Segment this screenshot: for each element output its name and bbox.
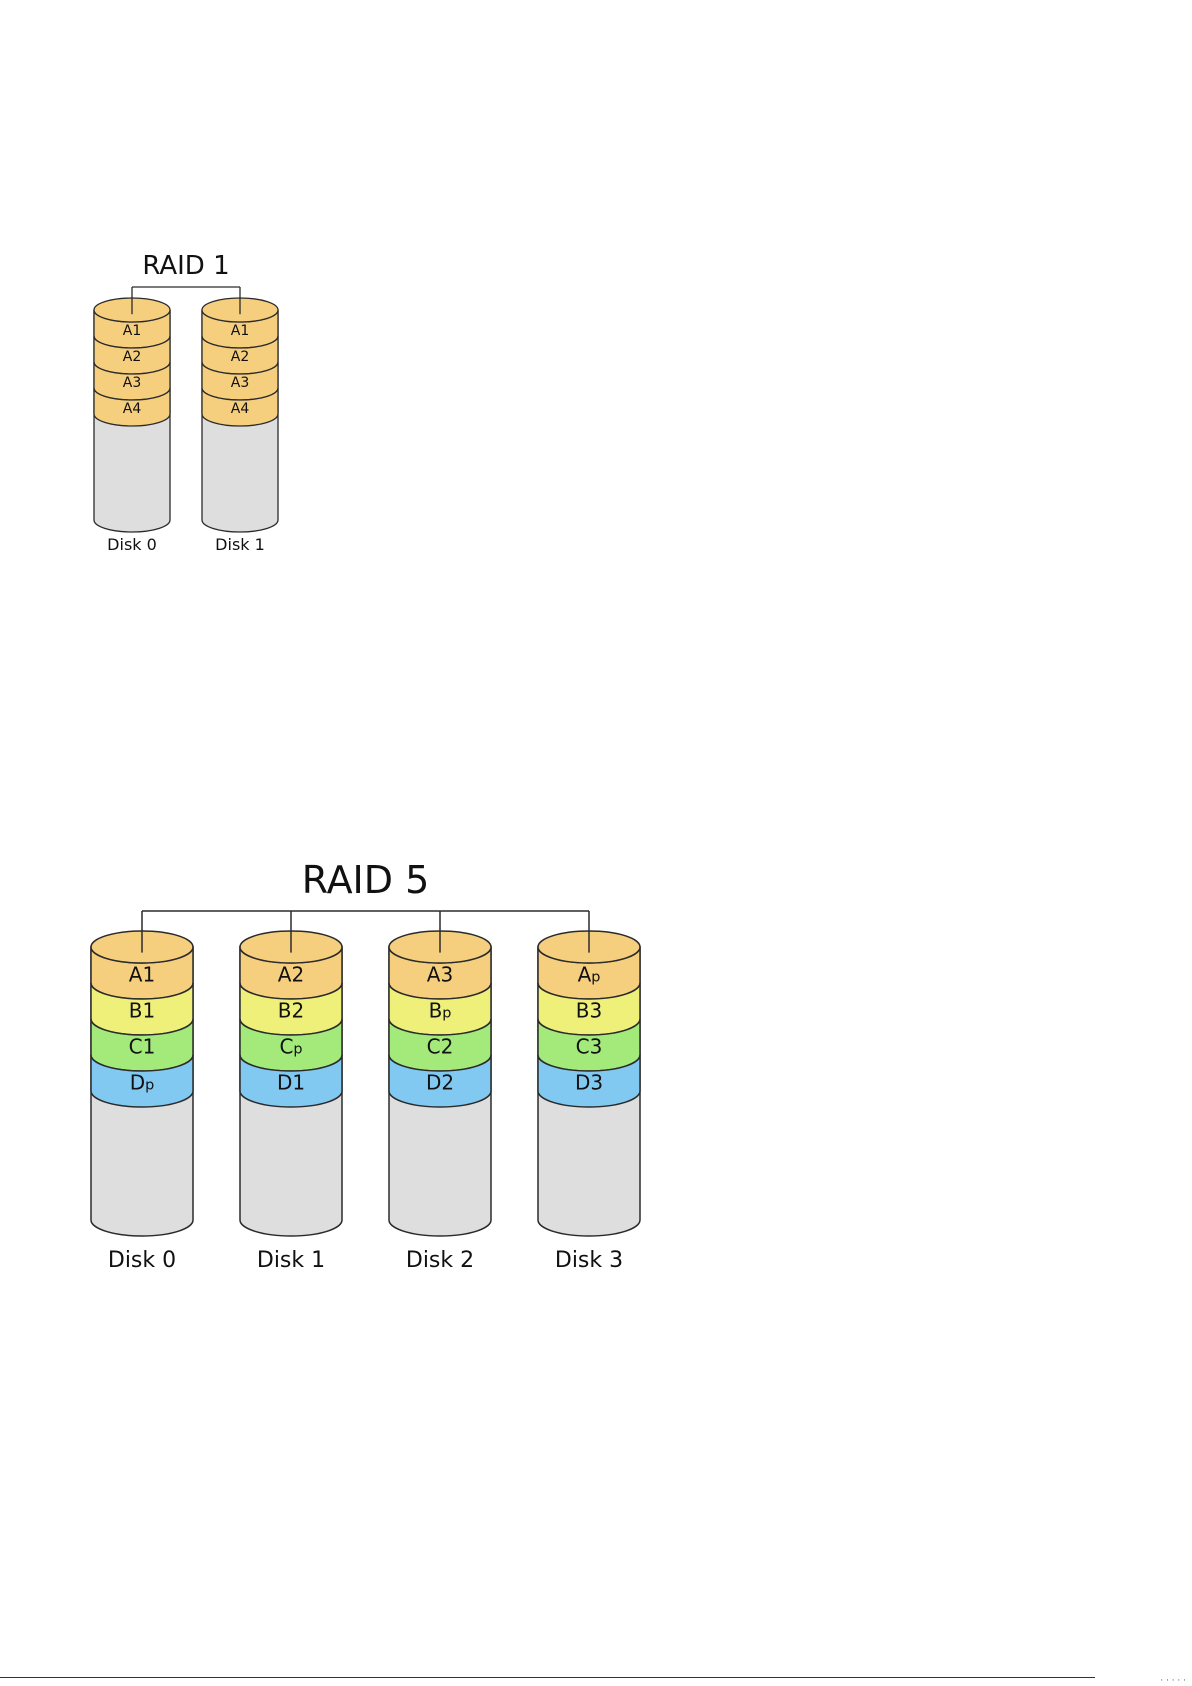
page-bottom-rule xyxy=(0,1677,1095,1678)
disk-label: Disk 0 xyxy=(107,535,157,554)
block-label: A1 xyxy=(129,962,155,986)
block-label: C1 xyxy=(129,1034,156,1058)
disk-label: Disk 1 xyxy=(215,535,265,554)
block-label: A4 xyxy=(123,401,142,417)
parity-subscript: p xyxy=(293,1041,302,1057)
disk-label: Disk 3 xyxy=(555,1248,623,1273)
parity-subscript: p xyxy=(442,1005,451,1021)
diagram-title: RAID 5 xyxy=(302,858,430,902)
block-label: A2 xyxy=(231,349,249,365)
block-label: B3 xyxy=(576,998,602,1022)
block-label: A2 xyxy=(123,349,141,365)
block-label: A3 xyxy=(231,375,249,391)
block-label: A3 xyxy=(427,962,453,986)
disk-label: Disk 0 xyxy=(108,1248,176,1273)
block-label: D2 xyxy=(426,1070,454,1094)
block-label: A4 xyxy=(231,401,250,417)
disk-label: Disk 2 xyxy=(406,1248,474,1273)
parity-subscript: p xyxy=(145,1077,154,1093)
block-label: A1 xyxy=(123,323,141,339)
block-label: B2 xyxy=(278,998,304,1022)
block-label: A3 xyxy=(123,375,141,391)
block-label: D3 xyxy=(575,1070,603,1094)
disk-label: Disk 1 xyxy=(257,1248,325,1273)
block-label: D1 xyxy=(277,1070,305,1094)
block-label: B1 xyxy=(129,998,155,1022)
block-label: A2 xyxy=(278,962,304,986)
block-label: A1 xyxy=(231,323,249,339)
block-label: C3 xyxy=(576,1034,603,1058)
block-label: C2 xyxy=(427,1034,454,1058)
parity-subscript: p xyxy=(591,969,600,985)
diagram-title: RAID 1 xyxy=(142,251,229,281)
